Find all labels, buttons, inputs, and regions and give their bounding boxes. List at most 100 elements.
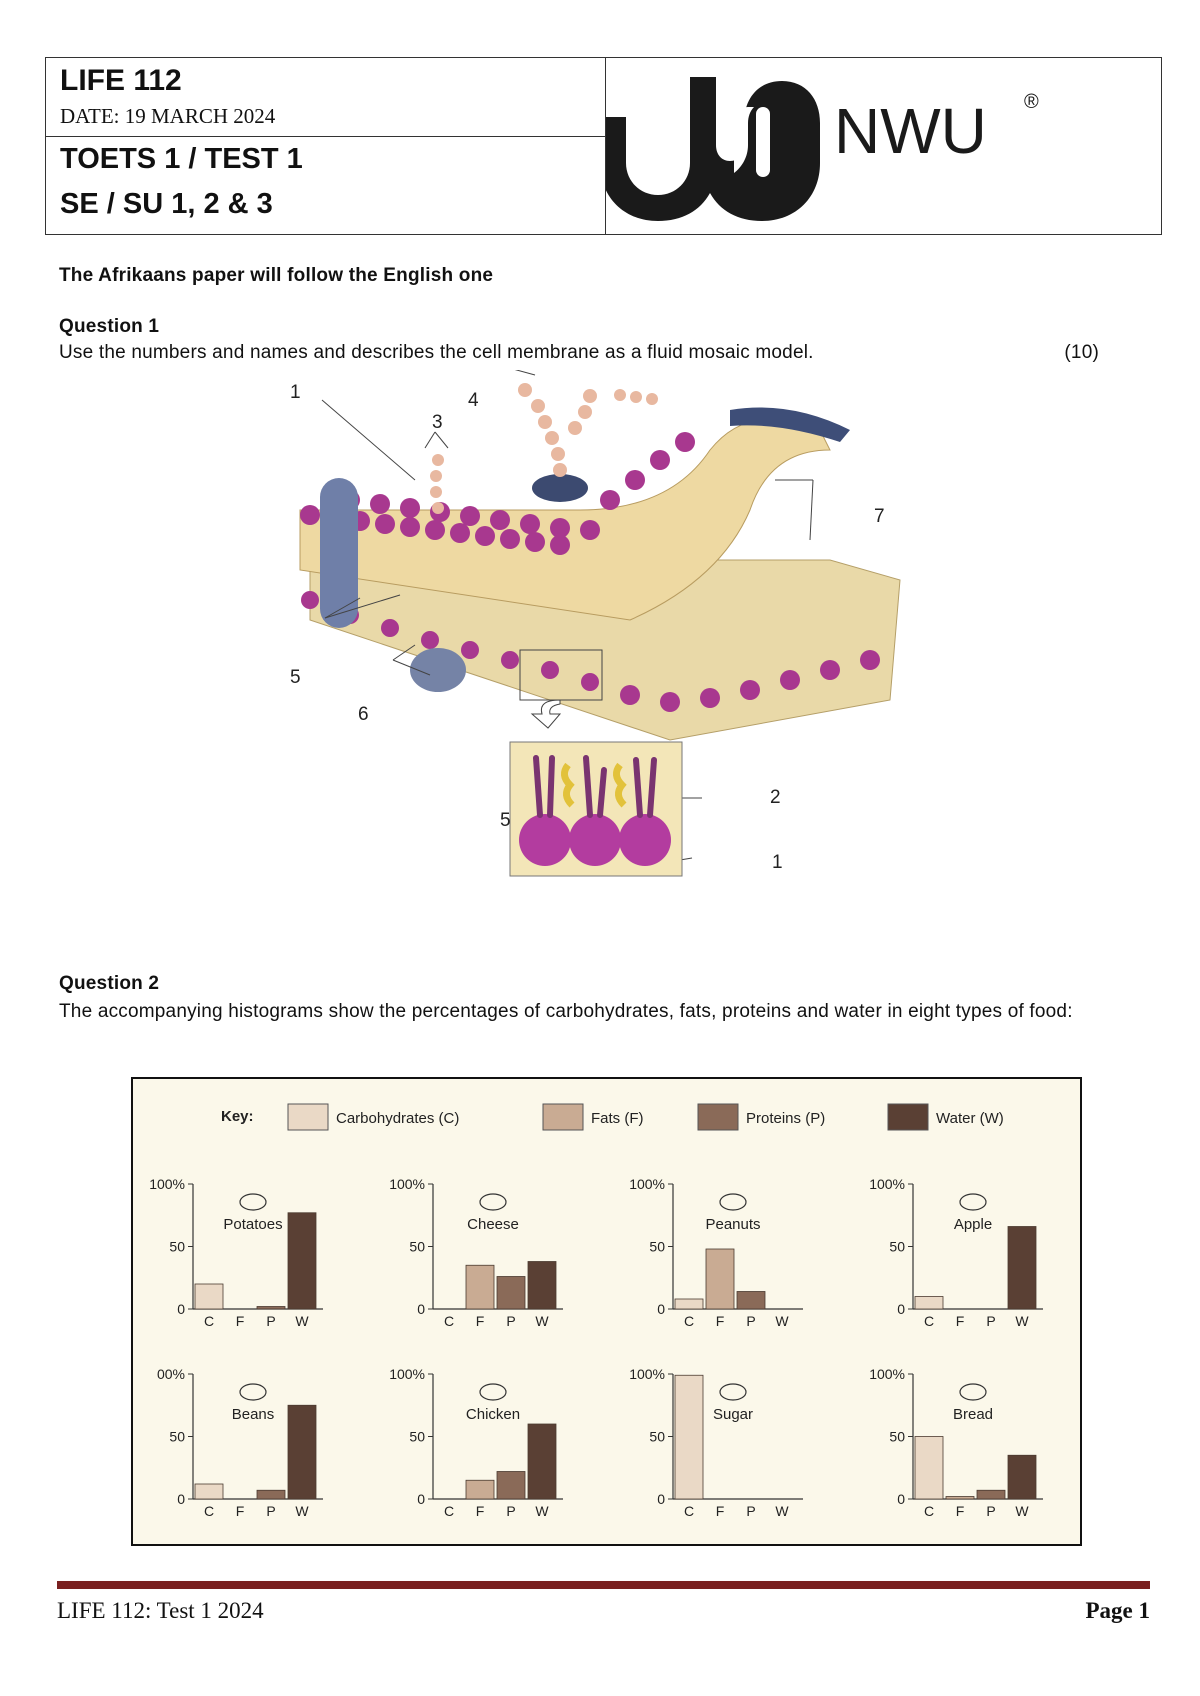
panel-3-food-icon bbox=[959, 1193, 987, 1211]
panel-4-cat-label-0: C bbox=[204, 1503, 214, 1519]
panel-3-bar-water bbox=[1007, 1226, 1037, 1310]
panel-6-cat-label-0: C bbox=[684, 1503, 694, 1519]
membrane-label-5: 5 bbox=[290, 667, 301, 688]
cell-membrane-figure: 1 3 4 7 5 6 2 1 5 bbox=[290, 370, 901, 877]
header-table: LIFE 112 DATE: 19 MARCH 2024 TOETS 1 / T… bbox=[45, 57, 1162, 235]
panel-1-bar-proteins bbox=[496, 1276, 526, 1310]
panel-1-tick-label-0: 0 bbox=[417, 1301, 425, 1317]
panel-5-tick-label-1: 50 bbox=[409, 1429, 425, 1445]
panel-7-bar-water bbox=[1007, 1454, 1037, 1500]
panel-0-food-icon bbox=[239, 1193, 267, 1211]
legend-entry-2: Proteins (P) bbox=[746, 1110, 825, 1127]
panel-0-cat-label-0: C bbox=[204, 1313, 214, 1329]
study-units: SE / SU 1, 2 & 3 bbox=[60, 188, 273, 220]
panel-5-tick-label-0: 0 bbox=[417, 1491, 425, 1507]
inset-label-5: 5 bbox=[500, 810, 511, 831]
panel-0-bar-carbohydrates bbox=[194, 1283, 224, 1310]
footer-course: LIFE 112: Test 1 2024 bbox=[57, 1598, 264, 1623]
membrane-label-6: 6 bbox=[358, 704, 369, 725]
question1-title: Question 1 bbox=[59, 316, 160, 337]
panel-1-cat-label-2: P bbox=[506, 1313, 515, 1329]
intro-note: The Afrikaans paper will follow the Engl… bbox=[59, 265, 494, 286]
membrane-label-1: 1 bbox=[290, 382, 301, 403]
panel-0-bar-proteins bbox=[256, 1306, 286, 1310]
panel-3-cat-label-1: F bbox=[956, 1313, 965, 1329]
legend-swatch-2 bbox=[697, 1103, 739, 1131]
panel-1-food-name: Cheese bbox=[467, 1216, 519, 1233]
panel-0-food-name: Potatoes bbox=[223, 1216, 282, 1233]
header-test-cell: TOETS 1 / TEST 1 SE / SU 1, 2 & 3 bbox=[46, 137, 605, 234]
panel-2-cat-label-3: W bbox=[775, 1313, 789, 1329]
panel-3-tick-label-2: 100% bbox=[869, 1176, 905, 1192]
panel-0-cat-label-3: W bbox=[295, 1313, 309, 1329]
legend-entry-0: Carbohydrates (C) bbox=[336, 1110, 459, 1127]
header-left: LIFE 112 DATE: 19 MARCH 2024 TOETS 1 / T… bbox=[46, 58, 606, 234]
panel-2-tick-label-2: 100% bbox=[629, 1176, 665, 1192]
panel-2-food-name: Peanuts bbox=[705, 1216, 760, 1233]
panel-2-cat-label-2: P bbox=[746, 1313, 755, 1329]
panel-4-tick-label-2: 00% bbox=[157, 1366, 185, 1382]
food-histograms: Key:Carbohydrates (C)Fats (F)Proteins (P… bbox=[149, 1103, 1043, 1519]
footer-rule bbox=[57, 1581, 1150, 1589]
membrane-label-4: 4 bbox=[468, 390, 479, 411]
footer-page-number: Page 1 bbox=[1085, 1598, 1150, 1623]
panel-4-cat-label-2: P bbox=[266, 1503, 275, 1519]
panel-7-cat-label-2: P bbox=[986, 1503, 995, 1519]
panel-6-tick-label-0: 0 bbox=[657, 1491, 665, 1507]
registered-mark: ® bbox=[1024, 91, 1039, 113]
panel-0-bar-water bbox=[287, 1212, 317, 1310]
panel-5-food-name: Chicken bbox=[466, 1406, 520, 1423]
question1-marks: (10) bbox=[1064, 342, 1099, 363]
inset-label-1: 1 bbox=[772, 852, 783, 873]
panel-1-cat-label-0: C bbox=[444, 1313, 454, 1329]
panel-2-food-icon bbox=[719, 1193, 747, 1211]
panel-2-tick-label-1: 50 bbox=[649, 1239, 665, 1255]
panel-7-food-icon bbox=[959, 1383, 987, 1401]
panel-1-bar-water bbox=[527, 1261, 557, 1310]
panel-5-food-icon bbox=[479, 1383, 507, 1401]
panel-0-tick-label-2: 100% bbox=[149, 1176, 185, 1192]
panel-7-bar-proteins bbox=[976, 1489, 1006, 1500]
membrane-label-7: 7 bbox=[874, 506, 885, 527]
panel-5-bar-proteins bbox=[496, 1471, 526, 1500]
legend-swatch-3 bbox=[887, 1103, 929, 1131]
panel-7-bar-fats bbox=[945, 1496, 975, 1500]
panel-4-bar-water bbox=[287, 1404, 317, 1500]
panel-3-cat-label-3: W bbox=[1015, 1313, 1029, 1329]
panel-7-cat-label-1: F bbox=[956, 1503, 965, 1519]
test-title: TOETS 1 / TEST 1 bbox=[60, 143, 303, 175]
panel-2-cat-label-1: F bbox=[716, 1313, 725, 1329]
panel-3-tick-label-1: 50 bbox=[889, 1239, 905, 1255]
panel-6-food-icon bbox=[719, 1383, 747, 1401]
course-code: LIFE 112 bbox=[60, 64, 182, 97]
panel-4-bar-proteins bbox=[256, 1489, 286, 1500]
exam-date: DATE: 19 MARCH 2024 bbox=[60, 104, 276, 128]
question1-text: Use the numbers and names and describes … bbox=[59, 342, 814, 363]
panel-6-tick-label-1: 50 bbox=[649, 1429, 665, 1445]
panel-1-cat-label-3: W bbox=[535, 1313, 549, 1329]
panel-2-cat-label-0: C bbox=[684, 1313, 694, 1329]
panel-2-tick-label-0: 0 bbox=[657, 1301, 665, 1317]
panel-1-cat-label-1: F bbox=[476, 1313, 485, 1329]
panel-3-bar-carbohydrates bbox=[914, 1296, 944, 1310]
panel-7-tick-label-0: 0 bbox=[897, 1491, 905, 1507]
panel-0-cat-label-2: P bbox=[266, 1313, 275, 1329]
panel-4-food-name: Beans bbox=[232, 1406, 275, 1423]
panel-6-tick-label-2: 100% bbox=[629, 1366, 665, 1382]
panel-7-tick-label-1: 50 bbox=[889, 1429, 905, 1445]
panel-4-cat-label-1: F bbox=[236, 1503, 245, 1519]
panel-0-tick-label-0: 0 bbox=[177, 1301, 185, 1317]
panel-6-cat-label-2: P bbox=[746, 1503, 755, 1519]
panel-1-tick-label-2: 100% bbox=[389, 1176, 425, 1192]
panel-6-bar-carbohydrates bbox=[674, 1374, 704, 1500]
panel-5-cat-label-0: C bbox=[444, 1503, 454, 1519]
panel-6-food-name: Sugar bbox=[713, 1406, 753, 1423]
panel-5-bar-water bbox=[527, 1423, 557, 1500]
panel-7-tick-label-2: 100% bbox=[869, 1366, 905, 1382]
panel-3-cat-label-2: P bbox=[986, 1313, 995, 1329]
panel-7-cat-label-3: W bbox=[1015, 1503, 1029, 1519]
header-course-cell: LIFE 112 DATE: 19 MARCH 2024 bbox=[46, 58, 605, 137]
question2-text: The accompanying histograms show the per… bbox=[59, 1001, 1073, 1022]
panel-5-cat-label-1: F bbox=[476, 1503, 485, 1519]
panel-6-cat-label-3: W bbox=[775, 1503, 789, 1519]
